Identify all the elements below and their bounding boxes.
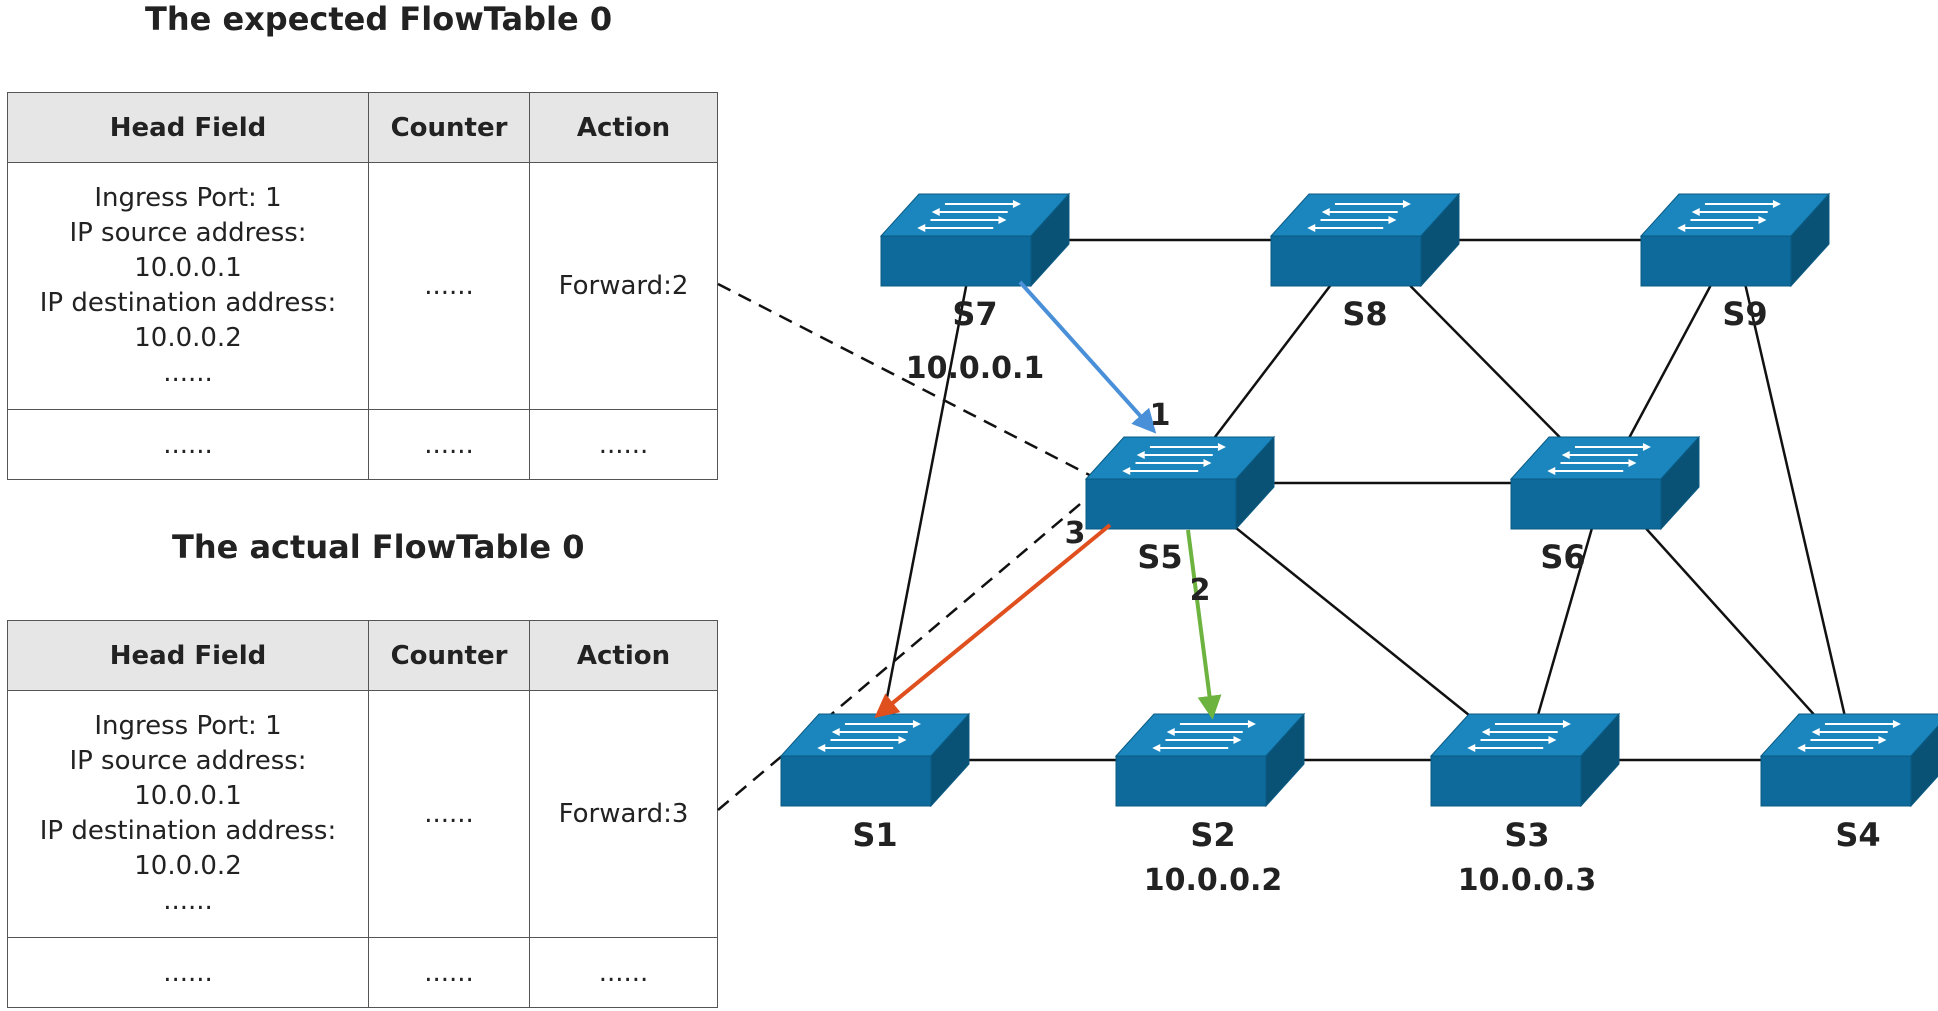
- head-field-line: Ingress Port: 1: [94, 183, 282, 213]
- table-row: ...... ...... ......: [7, 937, 718, 1008]
- head-field-line: IP source address:: [69, 218, 307, 248]
- switch-label: S5: [1137, 538, 1182, 576]
- placeholder-cell: ......: [368, 409, 530, 480]
- placeholder-cell: ......: [529, 937, 718, 1008]
- table-header-row: Head Field Counter Action: [7, 92, 718, 163]
- flow-step-label: 3: [1065, 516, 1086, 551]
- switch-icon: [1639, 192, 1831, 288]
- switch-ip-label: 10.0.0.1: [906, 351, 1045, 386]
- placeholder-cell: ......: [368, 937, 530, 1008]
- placeholder-cell: ......: [7, 937, 369, 1008]
- head-field-line: 10.0.0.2: [134, 851, 242, 881]
- link-s7-s1: [873, 239, 977, 761]
- head-field-line: 10.0.0.2: [134, 323, 242, 353]
- flow-step-label: 1: [1150, 398, 1171, 433]
- header-head-field: Head Field: [7, 92, 369, 163]
- switch-label: S7: [952, 295, 997, 333]
- dashed-connectors: [717, 282, 1106, 811]
- flow-step-label: 2: [1190, 573, 1211, 608]
- head-field-cell: Ingress Port: 1 IP source address: 10.0.…: [7, 690, 369, 938]
- head-field-line: IP destination address:: [39, 288, 337, 318]
- header-counter: Counter: [368, 92, 530, 163]
- placeholder-cell: ......: [7, 409, 369, 480]
- switch-icon: [1084, 435, 1276, 531]
- expected-table-title: The expected FlowTable 0: [145, 0, 613, 38]
- placeholder-cell: ......: [529, 409, 718, 480]
- switch-icon: [1114, 712, 1306, 808]
- header-action: Action: [529, 92, 718, 163]
- switch-icon: [1269, 192, 1461, 288]
- expected-flow-table: Head Field Counter Action Ingress Port: …: [7, 92, 718, 480]
- switch-icon: [779, 712, 971, 808]
- flow-arrow-1: [1018, 280, 1157, 434]
- header-counter: Counter: [368, 620, 530, 691]
- actual-table-title: The actual FlowTable 0: [172, 528, 585, 566]
- dashed-connector-actual: [717, 482, 1106, 811]
- table-row: Ingress Port: 1 IP source address: 10.0.…: [7, 162, 718, 410]
- action-cell: Forward:3: [529, 690, 718, 938]
- switch-label: S6: [1540, 538, 1585, 576]
- switch-icon: [1509, 435, 1701, 531]
- switch-layer: [779, 192, 1938, 808]
- head-field-line: ......: [163, 886, 213, 916]
- table-row: Ingress Port: 1 IP source address: 10.0.…: [7, 690, 718, 938]
- flow-arrow-2: [1186, 529, 1222, 720]
- dashed-connector-expected: [717, 282, 1106, 485]
- head-field-line: IP source address:: [69, 746, 307, 776]
- switch-label: S1: [852, 816, 897, 854]
- head-field-line: IP destination address:: [39, 816, 337, 846]
- switch-label: S2: [1190, 816, 1235, 854]
- switch-label: S4: [1835, 816, 1880, 854]
- flow-arrow-3: [874, 523, 1112, 719]
- switch-label: S3: [1504, 816, 1549, 854]
- head-field-line: Ingress Port: 1: [94, 711, 282, 741]
- head-field-line: ......: [163, 358, 213, 388]
- header-action: Action: [529, 620, 718, 691]
- action-cell: Forward:2: [529, 162, 718, 410]
- switch-icon: [879, 192, 1071, 288]
- switch-ip-label: 10.0.0.2: [1144, 863, 1283, 898]
- head-field-cell: Ingress Port: 1 IP source address: 10.0.…: [7, 162, 369, 410]
- flow-layer: 1 2 3: [874, 280, 1222, 720]
- header-head-field: Head Field: [7, 620, 369, 691]
- head-field-line: 10.0.0.1: [134, 253, 242, 283]
- counter-cell: ......: [368, 690, 530, 938]
- counter-cell: ......: [368, 162, 530, 410]
- table-header-row: Head Field Counter Action: [7, 620, 718, 691]
- switch-label: S9: [1722, 295, 1767, 333]
- switch-label: S8: [1342, 295, 1387, 333]
- head-field-line: 10.0.0.1: [134, 781, 242, 811]
- link-s5-s3: [1179, 482, 1526, 761]
- link-s9-s4: [1733, 239, 1857, 761]
- actual-flow-table: Head Field Counter Action Ingress Port: …: [7, 620, 718, 1008]
- table-row: ...... ...... ......: [7, 409, 718, 480]
- switch-icon: [1759, 713, 1938, 808]
- switch-ip-label: 10.0.0.3: [1458, 863, 1597, 898]
- switch-icon: [1429, 712, 1621, 808]
